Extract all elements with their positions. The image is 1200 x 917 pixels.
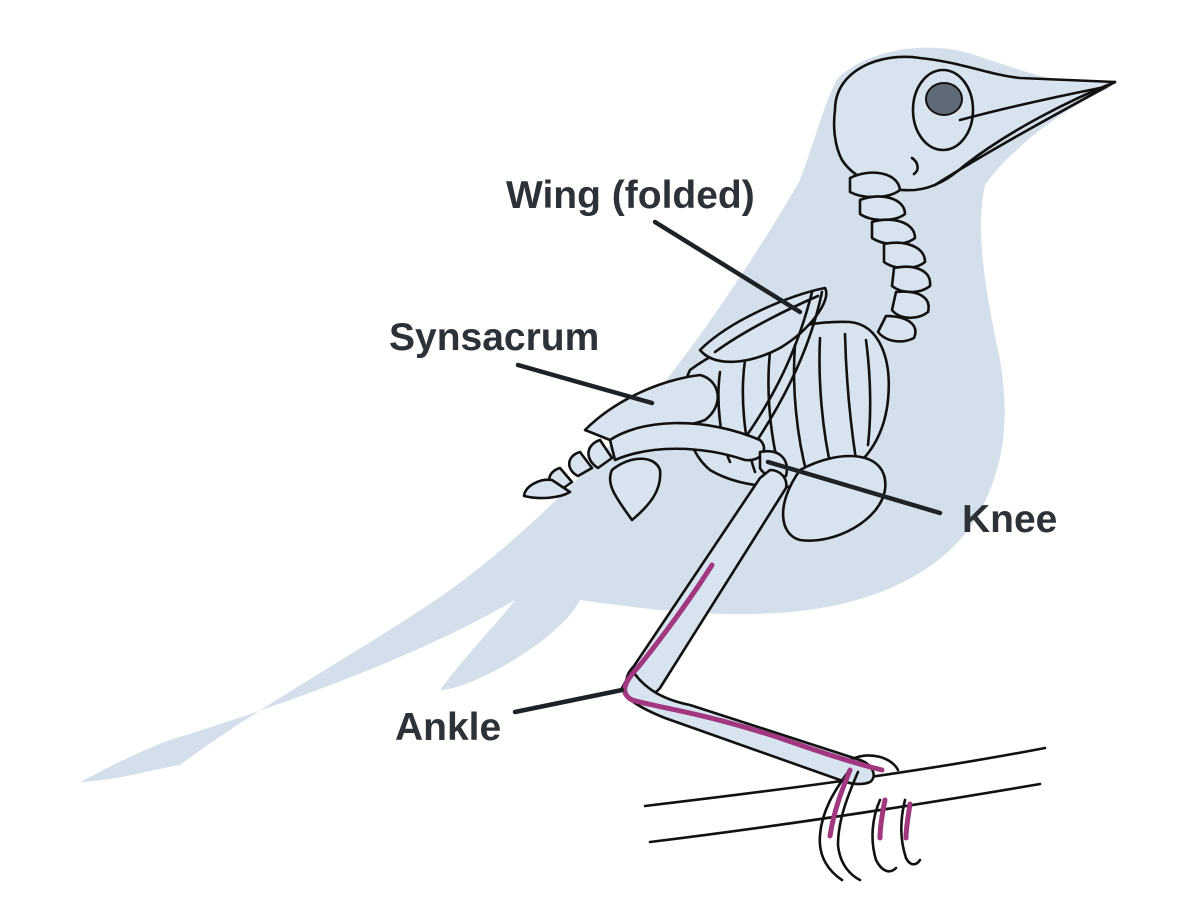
foot (818, 754, 922, 882)
wing-leader (652, 219, 803, 315)
pelvis-and-tail (522, 373, 766, 522)
knee-leader (765, 459, 943, 516)
bird-silhouette (80, 47, 1110, 783)
ankle-highlight (622, 562, 913, 841)
leader-lines (512, 219, 943, 715)
ankle-label: Ankle (395, 706, 501, 749)
ankle-leader (512, 687, 625, 715)
skull (832, 55, 1117, 192)
eye-socket (911, 68, 975, 152)
synsacrum-leader (515, 362, 655, 406)
synsacrum-label: Synsacrum (389, 316, 599, 359)
wing-label: Wing (folded) (506, 174, 755, 217)
knee-label: Knee (962, 498, 1057, 541)
sternum (781, 454, 887, 542)
neck-vertebrae (848, 171, 932, 343)
eye (925, 82, 963, 116)
